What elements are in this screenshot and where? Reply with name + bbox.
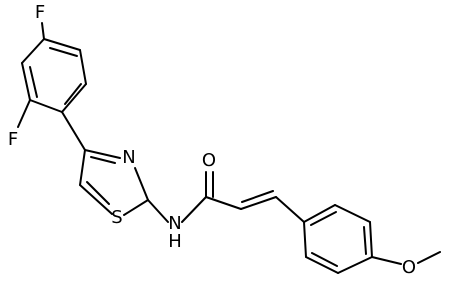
bond: [49, 47, 78, 57]
amide-hydrogen-label: H: [168, 231, 182, 252]
fluorine-left-label: F: [8, 129, 18, 150]
bond: [363, 226, 367, 255]
bond: [123, 199, 149, 216]
bond: [29, 66, 38, 98]
amide-nitrogen-label: N: [168, 213, 181, 234]
bond: [275, 196, 305, 223]
bond: [181, 196, 207, 223]
fluorine-top-label: F: [35, 2, 45, 23]
bond: [90, 156, 116, 164]
bond: [79, 149, 86, 186]
bond: [21, 62, 31, 101]
bond: [79, 49, 87, 85]
thiazole-nitrogen-label: N: [122, 147, 135, 168]
bond: [21, 38, 45, 64]
bond: [86, 181, 110, 205]
bond: [147, 199, 169, 223]
bond: [311, 252, 338, 267]
bond: [241, 190, 274, 203]
bond: [303, 221, 307, 258]
bond: [134, 167, 149, 201]
bond: [79, 184, 113, 215]
atom-labels: F F N S N H O O: [8, 2, 416, 278]
bond: [61, 83, 87, 113]
bond: [334, 204, 371, 223]
bond: [371, 256, 402, 265]
bond: [29, 99, 63, 113]
bond: [240, 196, 277, 210]
bond: [369, 221, 373, 258]
bond: [417, 251, 441, 264]
bond: [64, 83, 82, 105]
bond: [337, 256, 373, 274]
bond: [43, 38, 81, 51]
methoxy-oxygen-label: O: [402, 257, 416, 278]
bond: [61, 111, 86, 151]
bonds: [17, 22, 441, 274]
bond: [84, 149, 121, 159]
bond: [305, 256, 339, 274]
thiazole-sulfur-label: S: [111, 207, 122, 228]
carbonyl-oxygen-label: O: [202, 150, 216, 171]
bond: [303, 204, 336, 223]
bond: [205, 196, 242, 210]
bond: [17, 99, 31, 128]
bond: [41, 22, 45, 40]
bond: [310, 211, 337, 226]
